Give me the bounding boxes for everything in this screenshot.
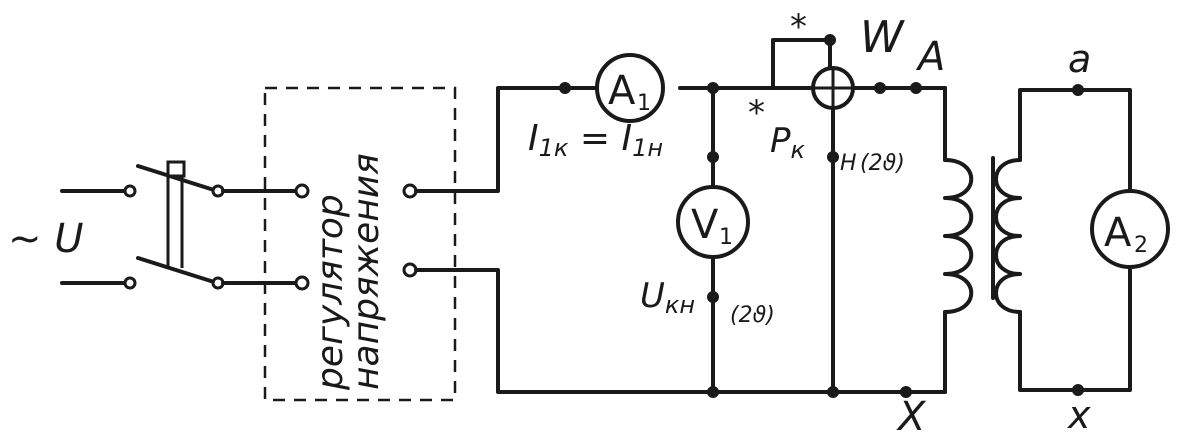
voltmeter-v1-symbol: V [691, 202, 719, 248]
junction-dot [874, 82, 886, 94]
voltage-regulator: регулятор напряжения [263, 86, 457, 402]
switch-linkage [166, 160, 186, 178]
junction-dot [827, 386, 839, 398]
secondary-top-label: a [1068, 37, 1091, 81]
regulator-box [263, 86, 457, 402]
double-pole-switch [136, 160, 298, 290]
junction-dot [827, 151, 839, 163]
primary-bottom-label: X [896, 394, 927, 438]
power-h-label: H [840, 151, 857, 176]
labels: I1к = I1н Uкн (2ϑ) Pк H (2ϑ) A X a x [528, 34, 1091, 438]
junction-dots [559, 34, 1084, 398]
voltmeter-v1-subscript: 1 [719, 225, 733, 250]
junction-dot [559, 82, 571, 94]
wattmeter-star-bottom: * [748, 93, 765, 133]
junction-dot [1072, 384, 1084, 396]
junction-dot [707, 386, 719, 398]
primary-top-label: A [915, 34, 945, 80]
ammeter-a1-subscript: 1 [637, 91, 651, 116]
ammeter-a2: A 2 [1090, 189, 1170, 269]
regulator-label-line2: напряжения [346, 153, 387, 390]
ac-source: ~ U [8, 184, 137, 290]
source-terminal-bottom [123, 276, 137, 290]
voltage-label: Uкн [640, 276, 695, 319]
junction-dot [1072, 84, 1084, 96]
power-note: (2ϑ) [860, 151, 905, 176]
secondary-bottom-label: x [1067, 393, 1091, 437]
ammeter-a2-subscript: 2 [1134, 233, 1148, 258]
wattmeter-label: W [860, 12, 905, 63]
secondary-winding [994, 158, 1022, 314]
source-label: ~ U [8, 216, 84, 262]
junction-dot [707, 151, 719, 163]
junction-dot [910, 82, 922, 94]
wattmeter-star-top: * [790, 7, 807, 47]
junction-dot [707, 82, 719, 94]
transformer [943, 156, 1022, 314]
junction-dot [824, 34, 836, 46]
source-terminal-top [123, 184, 137, 198]
primary-winding [943, 158, 974, 314]
junction-dot [707, 291, 719, 303]
voltmeter-v1: V 1 [676, 185, 750, 259]
regulator-label-line1: регулятор [310, 194, 351, 391]
ammeter-a2-symbol: A [1104, 210, 1132, 256]
regulator-in-top [294, 183, 310, 199]
ammeter-a1: A 1 [595, 53, 665, 123]
current-equality-label: I1к = I1н [528, 118, 663, 162]
junction-dot [900, 386, 912, 398]
wiring [414, 38, 1132, 394]
voltage-note: (2ϑ) [730, 303, 775, 328]
power-label: Pк [770, 121, 806, 164]
wattmeter: * * W [748, 7, 905, 133]
regulator-in-bottom [294, 275, 310, 291]
ammeter-a1-symbol: A [608, 68, 636, 114]
